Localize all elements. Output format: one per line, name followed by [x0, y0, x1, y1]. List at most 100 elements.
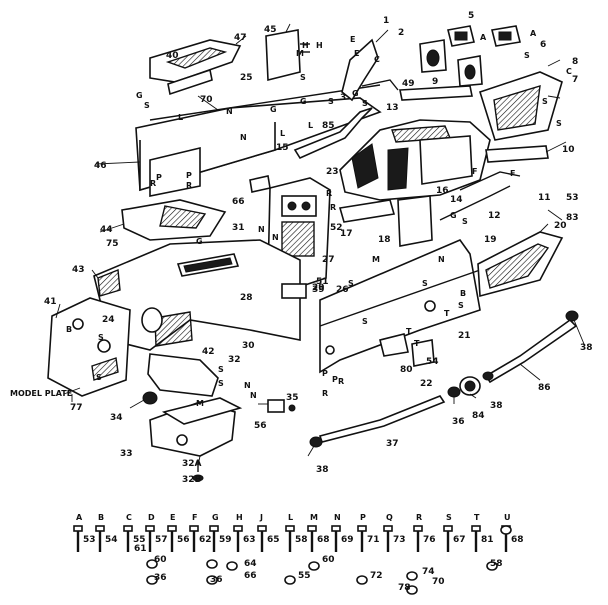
svg-text:M: M [196, 399, 204, 408]
part-45-bracket [265, 29, 310, 82]
hardware-letter: E [170, 513, 175, 522]
svg-text:S: S [458, 301, 464, 310]
svg-text:G: G [136, 91, 143, 100]
svg-text:G: G [196, 237, 203, 246]
callout-75: 75 [106, 239, 119, 249]
hardware-letter: P [360, 513, 366, 522]
hardware-number: 54 [105, 535, 118, 545]
callout-52: 52 [330, 223, 343, 233]
part-80 [379, 333, 409, 357]
strip-9 [399, 85, 473, 101]
hardware-number: 62 [199, 535, 212, 545]
bolt-head-icon [285, 525, 295, 532]
svg-text:P: P [186, 171, 192, 180]
hardware-letter: A [76, 513, 83, 522]
svg-text:S: S [524, 51, 530, 60]
svg-text:S: S [328, 97, 334, 106]
bolt-head-icon [167, 525, 177, 532]
hardware-letter: U [504, 513, 511, 522]
hardware-item-e: E56 [167, 513, 190, 552]
hardware-item-r: R76 [413, 513, 436, 552]
hardware-letter: H [236, 513, 243, 522]
svg-text:S: S [300, 73, 306, 82]
callout-23: 23 [326, 167, 339, 177]
svg-text:E: E [354, 49, 359, 58]
callout-49: 49 [402, 79, 415, 89]
hardware-item-s: S67 [443, 513, 466, 552]
callout-3: 3 [340, 93, 346, 103]
hardware-letter: Q [386, 513, 393, 522]
callout-25: 25 [240, 73, 253, 83]
callout-47: 47 [234, 33, 247, 43]
hardware-item-n: N69 [331, 513, 354, 552]
callout-26: 26 [336, 285, 349, 295]
callout-29: 29 [312, 283, 325, 293]
hardware-letter: F [192, 513, 197, 522]
svg-text:G: G [450, 211, 457, 220]
bolt-head-icon [357, 525, 367, 532]
hardware-letter: S [446, 513, 452, 522]
callout-84: 84 [472, 411, 485, 421]
rod-37 [318, 395, 446, 443]
hardware-letter: M [310, 513, 318, 522]
svg-text:S: S [422, 279, 428, 288]
bolt-head-icon [413, 525, 423, 532]
svg-text:F: F [472, 167, 477, 176]
callout-77: 77 [70, 403, 83, 413]
svg-text:R: R [330, 203, 336, 212]
svg-text:S: S [144, 101, 150, 110]
callout-22: 22 [420, 379, 433, 389]
callout-5: 5 [468, 11, 474, 21]
callout-51: 51 [316, 277, 329, 287]
callout-6: 6 [540, 40, 546, 50]
hw-extra-61: 61 [134, 544, 147, 554]
callout-38-c: 38 [490, 401, 503, 411]
step-20 [477, 231, 564, 298]
callout-44: 44 [100, 225, 113, 235]
svg-text:R: R [150, 179, 156, 188]
panel-17 [338, 199, 396, 223]
svg-text:C: C [566, 67, 572, 76]
callout-16: 16 [436, 186, 449, 196]
svg-text:H: H [316, 41, 323, 50]
hardware-letter: C [126, 513, 132, 522]
svg-text:P: P [332, 375, 338, 384]
svg-text:S: S [218, 365, 224, 374]
hardware-number: 57 [155, 535, 168, 545]
svg-text:A: A [530, 29, 537, 38]
callout-33: 33 [120, 449, 133, 459]
nut-icon [406, 585, 418, 595]
light-5 [419, 25, 521, 87]
callout-30: 30 [242, 341, 255, 351]
callout-21: 21 [458, 331, 471, 341]
bolt-head-icon [233, 525, 243, 532]
part-56 [267, 399, 285, 413]
bolt-head-icon [307, 525, 317, 532]
callout-46: 46 [94, 161, 107, 171]
hardware-extra-labels: 61 60 36 64 66 55 60 72 74 78 70 58 36 [134, 544, 503, 593]
callout-36: 36 [452, 417, 465, 427]
svg-text:S: S [362, 99, 368, 108]
nut-icon [146, 575, 158, 585]
callout-1: 1 [383, 16, 389, 26]
callout-10: 10 [562, 145, 575, 155]
svg-text:T: T [414, 339, 420, 348]
hardware-item-c: C55 [123, 513, 146, 552]
hw-extra-78: 78 [398, 583, 411, 593]
callout-28: 28 [240, 293, 253, 303]
hardware-legend: A53B54C55D57E56F62G59H63J65L58M68N69P71Q… [73, 513, 524, 595]
svg-text:T: T [444, 309, 450, 318]
knob-34 [142, 391, 158, 405]
hardware-letter: B [98, 513, 104, 522]
svg-text:P: P [322, 369, 328, 378]
frame-26 [319, 239, 481, 374]
bracket-10 [485, 145, 549, 163]
part-22 [411, 339, 435, 367]
hardware-number: 65 [267, 535, 280, 545]
hardware-number: 81 [481, 535, 494, 545]
callout-2: 2 [398, 28, 404, 38]
callout-86: 86 [538, 383, 551, 393]
hardware-number: 71 [367, 535, 380, 545]
hw-extra-66: 66 [244, 571, 257, 581]
